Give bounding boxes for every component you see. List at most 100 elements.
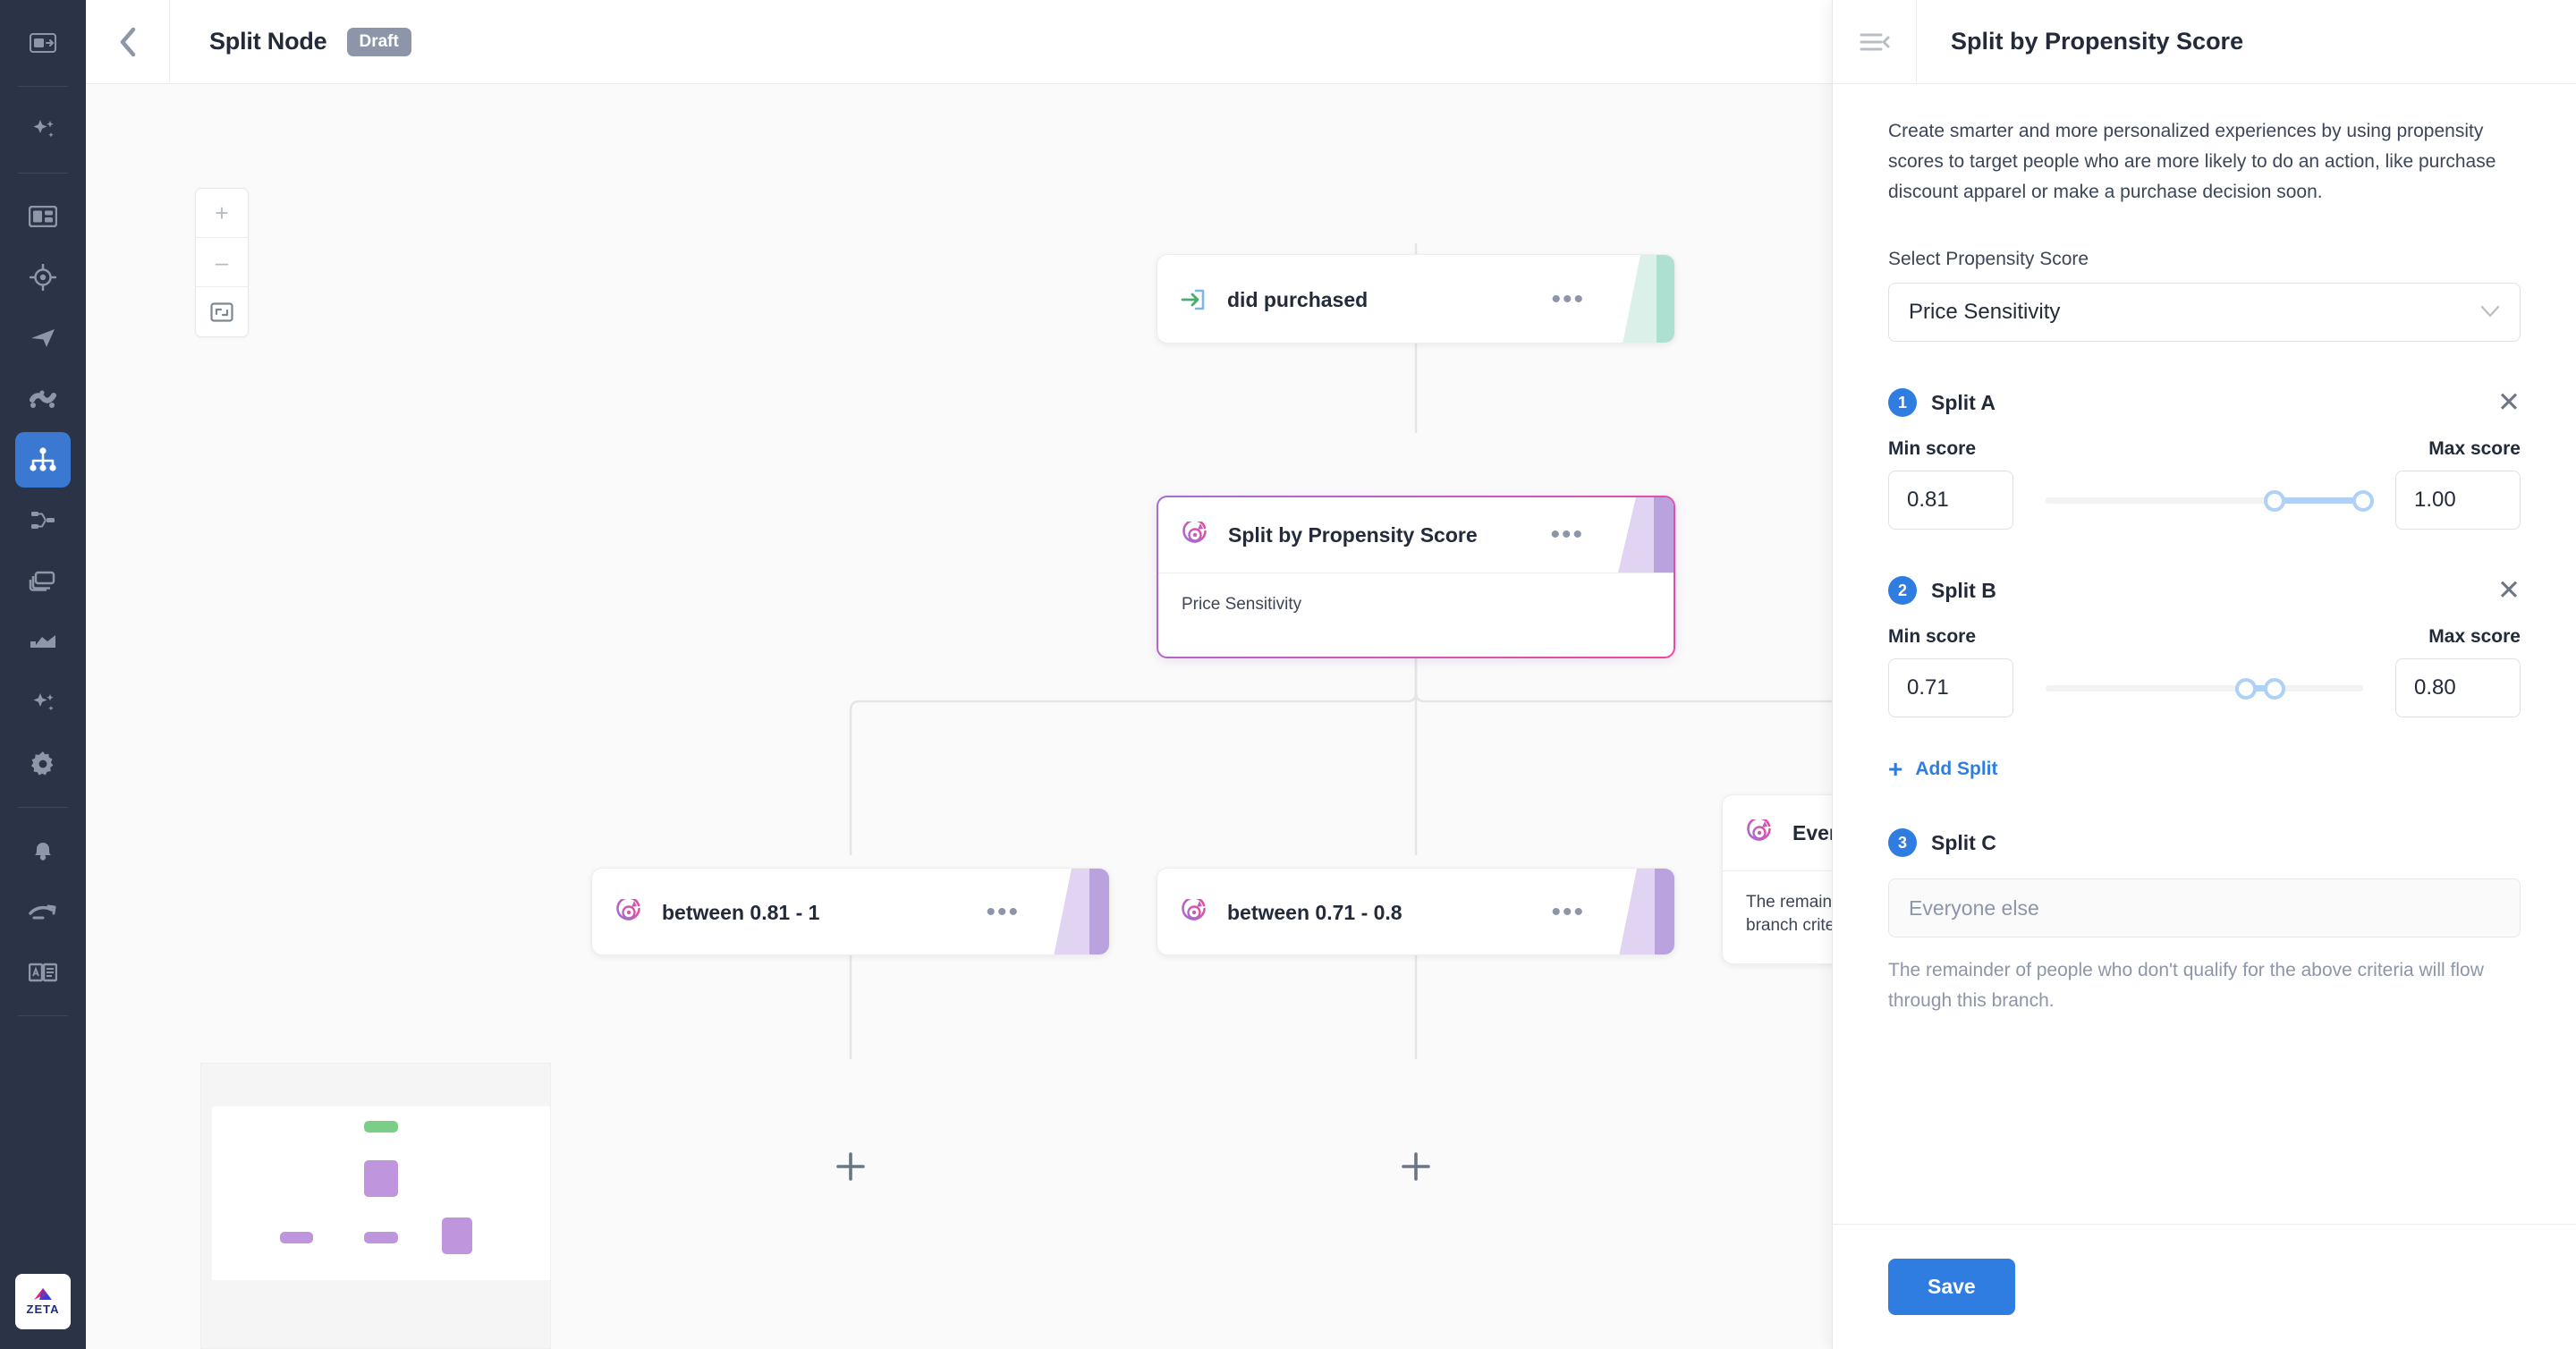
panel-description: Create smarter and more personalized exp… <box>1888 121 2496 203</box>
status-badge: Draft <box>346 27 411 56</box>
split-b-max-label: Max score <box>2428 626 2521 648</box>
split-a-max-input[interactable]: 1.00 <box>2395 471 2521 530</box>
node-title: between 0.81 - 1 <box>662 900 820 924</box>
collapse-panel-icon[interactable] <box>1833 0 1917 83</box>
panel-header: Split by Propensity Score <box>1833 0 2576 84</box>
zeta-logo[interactable]: ZETA <box>15 1274 71 1329</box>
split-a-inputs: 0.81 1.00 <box>1888 471 2521 530</box>
split-a-score-row: Min score Max score 0.81 1.00 <box>1888 438 2521 530</box>
slider-knob-max[interactable] <box>2263 678 2285 700</box>
split-a-score-labels: Min score Max score <box>1888 438 2521 460</box>
add-node-branch-a[interactable] <box>833 1149 869 1184</box>
page-title: Split Node <box>209 28 327 55</box>
left-nav-rail: ZETA <box>0 0 86 1349</box>
split-a-min-label: Min score <box>1888 438 1977 460</box>
node-title: did purchased <box>1227 287 1368 311</box>
plus-icon: + <box>1888 755 1903 784</box>
docs-book-icon[interactable] <box>15 945 71 1000</box>
propensity-target-icon <box>1746 819 1776 846</box>
dashboard-icon[interactable] <box>15 189 71 244</box>
split-b-min-input[interactable]: 0.71 <box>1888 658 2013 718</box>
slider-track <box>2046 685 2363 692</box>
node-accent-corner <box>1609 497 1674 573</box>
panel-title: Split by Propensity Score <box>1951 28 2244 55</box>
sparkle-insights-icon[interactable] <box>15 675 71 731</box>
journeys-icon[interactable] <box>15 371 71 427</box>
node-menu-button[interactable]: ••• <box>1551 897 1585 927</box>
minimap-block <box>364 1160 398 1197</box>
node-subtitle: Price Sensitivity <box>1182 595 1302 614</box>
canvas-node-branch-a[interactable]: between 0.81 - 1 ••• <box>591 868 1110 955</box>
slider-knob-min[interactable] <box>2234 678 2257 700</box>
split-b-max-input[interactable]: 0.80 <box>2395 658 2521 718</box>
zeta-logo-text: ZETA <box>26 1302 60 1316</box>
split-b-score-row: Min score Max score 0.71 0.80 <box>1888 626 2521 718</box>
node-accent-corner <box>1610 869 1674 954</box>
add-split-label: Add Split <box>1915 759 1998 780</box>
split-b-name: Split B <box>1931 578 1996 602</box>
node-header: between 0.71 - 0.8 ••• <box>1157 869 1674 954</box>
split-b-score-labels: Min score Max score <box>1888 626 2521 648</box>
canvas-zoom-controls: + – <box>195 188 249 337</box>
node-accent-corner <box>1610 255 1674 343</box>
split-c-header: 3 Split C <box>1888 828 2521 858</box>
split-a-index-badge: 1 <box>1888 388 1917 418</box>
slider-knob-max[interactable] <box>2352 490 2374 513</box>
fit-to-screen-button[interactable] <box>196 287 248 336</box>
slider-fill <box>2274 497 2363 505</box>
performance-icon[interactable] <box>15 884 71 939</box>
propensity-target-icon <box>1182 522 1212 548</box>
split-c-name: Split C <box>1931 830 1996 854</box>
sparkle-ai-icon[interactable] <box>15 102 71 157</box>
split-b-inputs: 0.71 0.80 <box>1888 658 2521 718</box>
remove-split-a-button[interactable]: ✕ <box>2497 386 2521 419</box>
collapse-rail-icon[interactable] <box>15 15 71 71</box>
canvas-node-split-by-propensity-score[interactable]: Split by Propensity Score ••• Price Sens… <box>1157 496 1675 658</box>
minimap-block <box>279 1231 314 1244</box>
save-button[interactable]: Save <box>1888 1259 2015 1315</box>
library-icon[interactable] <box>15 554 71 609</box>
slider-knob-min[interactable] <box>2263 490 2285 513</box>
split-a-range-slider[interactable] <box>2046 484 2374 516</box>
analytics-icon[interactable] <box>15 615 71 670</box>
split-b-range-slider[interactable] <box>2046 672 2363 704</box>
zeta-logo-mark <box>31 1287 55 1302</box>
remove-split-b-button[interactable]: ✕ <box>2497 574 2521 607</box>
split-a-max-label: Max score <box>2428 438 2521 460</box>
node-title: Split by Propensity Score <box>1228 522 1478 547</box>
chevron-left-icon[interactable] <box>86 0 170 83</box>
notifications-bell-icon[interactable] <box>15 823 71 878</box>
node-menu-button[interactable]: ••• <box>1551 284 1585 314</box>
entry-arrow-icon <box>1181 288 1211 311</box>
slider-track <box>2046 497 2363 505</box>
node-menu-button[interactable]: ••• <box>986 897 1020 927</box>
split-config-panel: Split by Propensity Score Create smarter… <box>1832 0 2576 1349</box>
canvas-node-branch-b[interactable]: between 0.71 - 0.8 ••• <box>1157 868 1675 955</box>
zoom-in-button[interactable]: + <box>196 189 248 238</box>
split-c-helper-text: The remainder of people who don't qualif… <box>1888 960 2484 1011</box>
split-node-icon[interactable] <box>15 432 71 488</box>
split-a-min-input[interactable]: 0.81 <box>1888 471 2013 530</box>
settings-gear-icon[interactable] <box>15 736 71 792</box>
add-split-button[interactable]: + Add Split <box>1888 757 2521 782</box>
node-header: Split by Propensity Score ••• <box>1158 497 1674 573</box>
canvas-node-did-purchased[interactable]: did purchased ••• <box>1157 254 1675 344</box>
minimap-viewport <box>212 1107 550 1280</box>
node-subtitle-line-2: branch criteria <box>1746 915 1854 935</box>
minimap-block <box>364 1120 398 1133</box>
add-node-branch-b[interactable] <box>1398 1149 1434 1184</box>
flow-branch-icon[interactable] <box>15 493 71 548</box>
node-menu-button[interactable]: ••• <box>1550 520 1584 549</box>
node-header: did purchased ••• <box>1157 255 1674 343</box>
propensity-target-icon <box>1181 899 1211 926</box>
audience-target-icon[interactable] <box>15 250 71 305</box>
propensity-score-select[interactable]: Price Sensitivity <box>1888 283 2521 343</box>
split-a-header: 1 Split A ✕ <box>1888 386 2521 419</box>
split-b-index-badge: 2 <box>1888 576 1917 606</box>
zoom-out-button[interactable]: – <box>196 238 248 287</box>
panel-body: Create smarter and more personalized exp… <box>1833 84 2576 1224</box>
send-campaign-icon[interactable] <box>15 310 71 366</box>
node-header: between 0.81 - 1 ••• <box>592 869 1109 954</box>
canvas-minimap[interactable] <box>200 1063 551 1349</box>
